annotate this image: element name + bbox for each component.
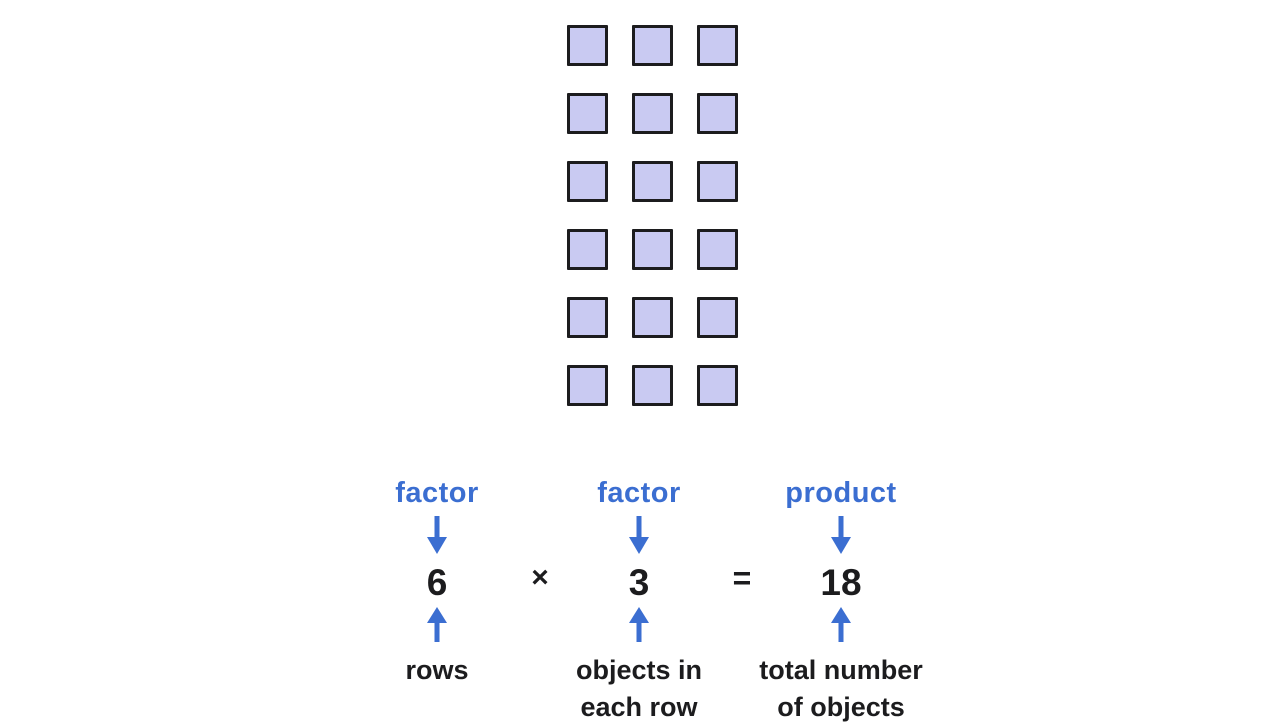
multiply-sign: × <box>531 561 549 594</box>
array-square <box>632 161 673 202</box>
array-square <box>697 25 738 66</box>
product-annotation-line1: total number <box>759 655 923 685</box>
array-square <box>567 93 608 134</box>
product-annotation-line2: of objects <box>777 692 905 722</box>
array-square <box>567 229 608 270</box>
arrow-up-icon <box>627 607 651 648</box>
factor1-annotation-line1: rows <box>405 655 469 685</box>
factor1-column: factor 6 rows <box>307 476 567 689</box>
product-column: product 18 total number of objects <box>711 476 971 726</box>
array-square <box>632 229 673 270</box>
factor1-label: factor <box>395 477 479 509</box>
array-square <box>567 297 608 338</box>
arrow-up-icon <box>829 607 853 648</box>
equals-sign: = <box>732 560 752 596</box>
array-square <box>697 365 738 406</box>
factor2-label: factor <box>597 477 681 509</box>
array-square <box>567 25 608 66</box>
array-grid <box>567 25 738 406</box>
array-square <box>697 93 738 134</box>
array-square <box>632 93 673 134</box>
factor1-annotation: rows <box>405 652 468 689</box>
array-square <box>632 25 673 66</box>
product-value: 18 <box>820 562 862 603</box>
product-label: product <box>785 477 897 509</box>
arrow-up-icon <box>425 607 449 648</box>
array-square <box>632 297 673 338</box>
array-square <box>697 161 738 202</box>
array-square <box>567 161 608 202</box>
factor2-annotation-line1: objects in <box>575 655 703 685</box>
factor2-annotation: objects in each row <box>576 652 702 726</box>
arrow-down-icon <box>829 515 853 560</box>
factor2-annotation-line2: each row <box>580 692 698 722</box>
factor2-column: factor 3 objects in each row <box>509 476 769 726</box>
arrow-down-icon <box>425 515 449 560</box>
arrow-down-icon <box>627 515 651 560</box>
array-square <box>697 229 738 270</box>
factor1-value: 6 <box>426 562 448 603</box>
array-square <box>632 365 673 406</box>
factor2-value: 3 <box>628 562 650 603</box>
array-square <box>697 297 738 338</box>
array-square <box>567 365 608 406</box>
product-annotation: total number of objects <box>759 652 923 726</box>
